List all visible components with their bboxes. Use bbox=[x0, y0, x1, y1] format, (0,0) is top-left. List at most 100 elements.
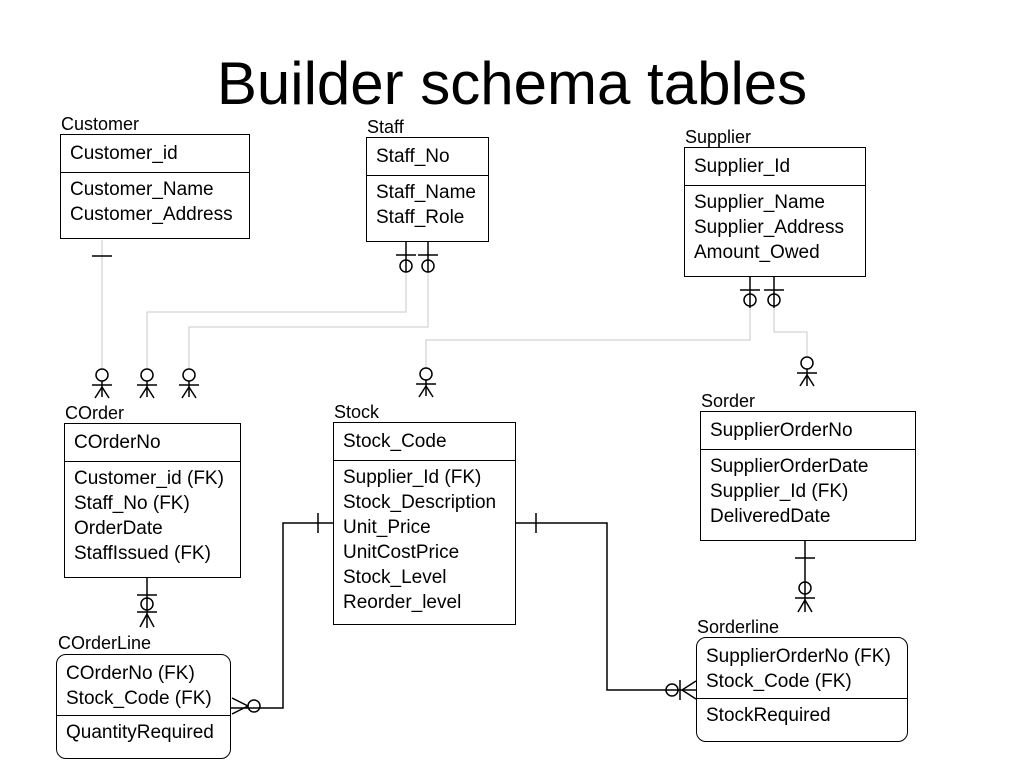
entity-attribute: Supplier_Address bbox=[694, 217, 844, 238]
staff-entity-name: Staff bbox=[367, 117, 404, 137]
corder-entity[interactable]: COrderNo Customer_id (FK) Staff_No (FK) … bbox=[64, 423, 241, 578]
supplier-entity[interactable]: Supplier_Id Supplier_Name Supplier_Addre… bbox=[684, 147, 866, 277]
staff-corder-line-2 bbox=[188, 272, 429, 368]
staff-attrs: Staff_Name Staff_Role bbox=[367, 176, 488, 236]
sorder-entity-name: Sorder bbox=[701, 391, 756, 411]
entity-attribute: Supplier_Id (FK) bbox=[710, 481, 849, 502]
zero-circle-mark bbox=[798, 581, 812, 595]
corderline-keys: COrderNo (FK) Stock_Code (FK) bbox=[57, 655, 230, 716]
crow-foot-mark bbox=[681, 689, 697, 700]
entity-key: COrderNo bbox=[74, 432, 161, 453]
stock-sorderline-line bbox=[516, 522, 696, 691]
entity-attribute: Unit_Price bbox=[343, 517, 431, 538]
entity-key: SupplierOrderNo (FK) bbox=[706, 646, 891, 667]
connector-lines bbox=[101, 240, 808, 368]
staff-corder-line-1 bbox=[146, 272, 407, 368]
stock-entity[interactable]: Stock_Code Supplier_Id (FK) Stock_Descri… bbox=[333, 422, 516, 625]
entity-attribute: Supplier_Id (FK) bbox=[343, 467, 482, 488]
entity-attribute: Customer_Address bbox=[70, 204, 233, 225]
corderline-attrs: QuantityRequired bbox=[57, 716, 230, 751]
zero-circle-mark bbox=[743, 293, 757, 307]
entity-attribute: Amount_Owed bbox=[694, 242, 820, 263]
crow-foot-mark bbox=[101, 386, 110, 399]
supplier-stock-line bbox=[425, 308, 751, 368]
stock-attrs: Supplier_Id (FK) Stock_Description Unit_… bbox=[334, 461, 515, 621]
crow-foot-mark bbox=[681, 680, 697, 691]
crow-foot-mark bbox=[799, 374, 808, 387]
corder-attrs: Customer_id (FK) Staff_No (FK) OrderDate… bbox=[65, 462, 240, 572]
entity-attribute: QuantityRequired bbox=[66, 722, 214, 743]
zero-circle-mark bbox=[800, 356, 814, 370]
crow-foot-mark bbox=[231, 697, 249, 707]
entity-key: Staff_No bbox=[376, 146, 450, 167]
sorder-keys: SupplierOrderNo bbox=[701, 412, 915, 450]
stock-entity-name: Stock bbox=[334, 402, 380, 422]
customer-entity-name: Customer bbox=[61, 114, 140, 134]
supplier-entity-name: Supplier bbox=[685, 127, 752, 147]
entity-key: Customer_id bbox=[70, 143, 178, 164]
customer-entity[interactable]: Customer_id Customer_Name Customer_Addre… bbox=[60, 134, 250, 239]
zero-circle-mark bbox=[421, 259, 435, 273]
staff-keys: Staff_No bbox=[367, 138, 488, 176]
entity-attribute: Reorder_level bbox=[343, 592, 462, 613]
sorder-attrs: SupplierOrderDate Supplier_Id (FK) Deliv… bbox=[701, 450, 915, 535]
zero-circle-mark bbox=[767, 293, 781, 307]
entity-key: Stock_Code (FK) bbox=[66, 688, 212, 709]
entity-attribute: Staff_No (FK) bbox=[74, 493, 190, 514]
entity-attribute: StockRequired bbox=[706, 705, 831, 726]
staff-entity[interactable]: Staff_No Staff_Name Staff_Role bbox=[366, 137, 489, 242]
sorderline-attrs: StockRequired bbox=[697, 699, 907, 734]
entity-attribute: Supplier_Name bbox=[694, 192, 825, 213]
stock-corderline-line bbox=[231, 522, 333, 709]
zero-circle-mark bbox=[95, 368, 109, 382]
corderline-entity[interactable]: COrderNo (FK) Stock_Code (FK) QuantityRe… bbox=[56, 654, 231, 759]
entity-attribute: Stock_Description bbox=[343, 492, 497, 513]
crow-foot-mark bbox=[231, 705, 249, 715]
supplier-sorder-line bbox=[773, 308, 808, 356]
entity-attribute: StaffIssued (FK) bbox=[74, 543, 211, 564]
entity-key: Stock_Code (FK) bbox=[706, 671, 852, 692]
customer-keys: Customer_id bbox=[61, 135, 249, 173]
crow-foot-mark bbox=[804, 599, 813, 613]
crow-foot-mark bbox=[418, 385, 427, 398]
entity-attribute: Customer_id (FK) bbox=[74, 468, 224, 489]
entity-attribute: OrderDate bbox=[74, 518, 163, 539]
sorderline-entity-name: Sorderline bbox=[697, 617, 780, 637]
zero-circle-mark bbox=[140, 368, 154, 382]
entity-key: COrderNo (FK) bbox=[66, 663, 195, 684]
entity-key: SupplierOrderNo bbox=[710, 420, 853, 441]
corderline-entity-name: COrderLine bbox=[58, 633, 152, 653]
corder-entity-name: COrder bbox=[65, 403, 125, 423]
sorder-entity[interactable]: SupplierOrderNo SupplierOrderDate Suppli… bbox=[700, 411, 916, 541]
crow-foot-mark bbox=[146, 613, 155, 628]
zero-circle-mark bbox=[665, 683, 679, 697]
crow-foot-mark bbox=[797, 599, 806, 613]
crow-foot-mark bbox=[139, 386, 148, 399]
notation-marks bbox=[92, 242, 817, 715]
sorderline-keys: SupplierOrderNo (FK) Stock_Code (FK) bbox=[697, 638, 907, 699]
zero-circle-mark bbox=[182, 368, 196, 382]
entity-attribute: Stock_Level bbox=[343, 567, 447, 588]
slide-title: Builder schema tables bbox=[216, 50, 808, 117]
crow-foot-mark bbox=[806, 374, 815, 387]
zero-circle-mark bbox=[247, 699, 261, 713]
supplier-attrs: Supplier_Name Supplier_Address Amount_Ow… bbox=[685, 186, 865, 271]
crow-foot-mark bbox=[146, 386, 155, 399]
crow-foot-mark bbox=[425, 385, 434, 398]
entity-attribute: Staff_Role bbox=[376, 207, 465, 228]
zero-circle-mark bbox=[419, 367, 433, 381]
crow-foot-mark bbox=[188, 386, 197, 399]
corder-keys: COrderNo bbox=[65, 424, 240, 462]
stock-keys: Stock_Code bbox=[334, 423, 515, 461]
customer-attrs: Customer_Name Customer_Address bbox=[61, 173, 249, 233]
crow-foot-mark bbox=[181, 386, 190, 399]
entity-attribute: SupplierOrderDate bbox=[710, 456, 869, 477]
sorderline-entity[interactable]: SupplierOrderNo (FK) Stock_Code (FK) Sto… bbox=[696, 637, 908, 742]
zero-circle-mark bbox=[399, 259, 413, 273]
crow-foot-mark bbox=[139, 613, 148, 628]
entity-attribute: Staff_Name bbox=[376, 182, 476, 203]
crow-foot-mark bbox=[94, 386, 103, 399]
zero-circle-mark bbox=[140, 597, 154, 611]
entity-attribute: UnitCostPrice bbox=[343, 542, 460, 563]
